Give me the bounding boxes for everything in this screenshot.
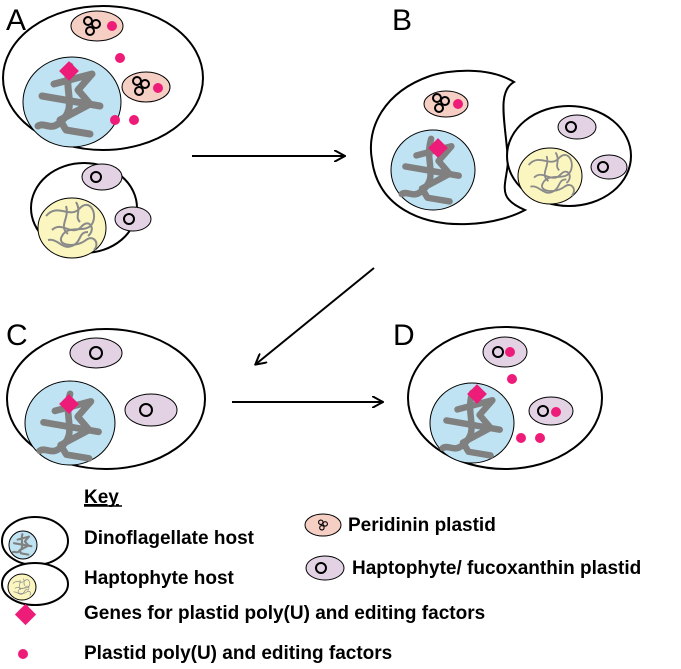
panel-label-a: A xyxy=(6,4,26,37)
legend: Key Dinoflagellate host Haptophyte host … xyxy=(1,487,641,664)
tertiary-endosymbiont-cell-d xyxy=(407,326,603,470)
key-genes-label: Genes for plastid poly(U) and editing fa… xyxy=(84,603,485,624)
arrow-b-to-c xyxy=(256,267,375,364)
key-haptophyte-host-label: Haptophyte host xyxy=(84,568,235,589)
gene-diamond-d xyxy=(467,384,487,404)
key-title: Key xyxy=(84,487,119,508)
key-factors-label: Plastid poly(U) and editing factors xyxy=(84,643,392,664)
gene-diamond-b xyxy=(428,138,448,158)
gene-diamond-a xyxy=(59,61,79,81)
dinoflagellate-host-cell-a xyxy=(2,5,204,151)
panel-label-d: D xyxy=(393,319,415,352)
key-haptophyte-plastid-label: Haptophyte/ fucoxanthin plastid xyxy=(352,558,641,579)
key-peridinin-plastid-label: Peridinin plastid xyxy=(348,515,496,536)
dinoflagellate-engulfing-cell-b xyxy=(370,69,528,226)
key-haptophyte-host-swatch xyxy=(1,562,69,606)
tertiary-endosymbiont-cell-c xyxy=(6,328,206,470)
panel-label-b: B xyxy=(392,4,412,37)
gene-diamond-c xyxy=(59,394,79,414)
key-peridinin-plastid-swatch xyxy=(304,513,342,537)
engulfed-haptophyte-cell-b xyxy=(506,105,632,207)
key-dinoflagellate-host-swatch xyxy=(1,516,69,566)
key-dinoflagellate-host-label: Dinoflagellate host xyxy=(84,528,255,549)
panel-label-c: C xyxy=(6,319,28,352)
key-factor-dot-swatch xyxy=(18,649,28,659)
key-gene-diamond-swatch xyxy=(14,603,37,626)
key-haptophyte-plastid-swatch xyxy=(305,555,345,581)
haptophyte-host-cell-a xyxy=(30,162,152,259)
